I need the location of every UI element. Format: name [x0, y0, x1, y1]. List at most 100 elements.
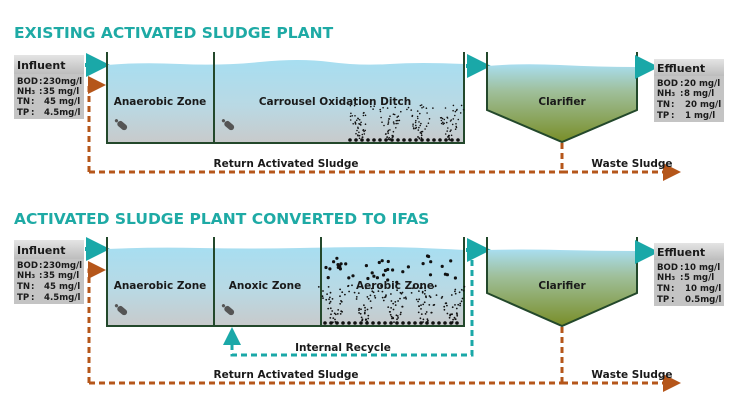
svg-text:4.5mg/l: 4.5mg/l	[44, 293, 80, 303]
diagram-title: EXISTING ACTIVATED SLUDGE PLANT	[14, 24, 334, 42]
clarifier-label: Clarifier	[538, 96, 586, 108]
effluent-row: NH₃ : 5 mg/l	[657, 273, 714, 283]
svg-text:35 mg/l: 35 mg/l	[43, 87, 79, 97]
svg-text:BOD: BOD	[657, 79, 678, 89]
zone-label-anaerobic: Anaerobic Zone	[114, 96, 207, 108]
svg-text::: :	[39, 77, 42, 87]
svg-text::: :	[680, 273, 683, 283]
svg-text::: :	[680, 89, 683, 99]
effluent-row: TP : 1 mg/l	[657, 111, 715, 121]
svg-text::: :	[680, 79, 683, 89]
influent-row: NH₃ : 35 mg/l	[17, 271, 79, 281]
svg-text::: :	[680, 263, 683, 273]
clarifier: Clarifier	[486, 237, 638, 328]
effluent-box: Effluent BOD : 10 mg/l NH₃ : 5 mg/l TN :…	[654, 243, 724, 306]
internal-recycle-arrow	[223, 250, 474, 357]
effluent-row: BOD : 10 mg/l	[657, 263, 720, 273]
return-sludge-arrow	[87, 76, 106, 172]
svg-text:5 mg/l: 5 mg/l	[684, 273, 714, 283]
effluent-row: TN : 10 mg/l	[657, 284, 721, 294]
influent-row: BOD : 230mg/l	[17, 261, 82, 271]
svg-text:BOD: BOD	[657, 263, 678, 273]
mixer-icon	[114, 304, 128, 316]
influent-box: Influent BOD : 230mg/l NH₃ : 35 mg/l TN …	[14, 55, 84, 119]
svg-text::: :	[671, 111, 674, 121]
svg-text:45 mg/l: 45 mg/l	[44, 97, 80, 107]
influent-row: NH₃ : 35 mg/l	[17, 87, 79, 97]
clarifier: Clarifier	[486, 52, 638, 144]
influent-row: TN : 45 mg/l	[17, 282, 80, 292]
svg-text:TN: TN	[657, 100, 670, 110]
influent-box: Influent BOD : 230mg/l NH₃ : 35 mg/l TN …	[14, 240, 84, 304]
zone-label-aerobic: Aerobic Zone	[356, 280, 434, 292]
mixer-icon	[221, 119, 235, 131]
influent-row: TN : 45 mg/l	[17, 97, 80, 107]
svg-text:NH₃: NH₃	[17, 271, 35, 281]
svg-text::: :	[31, 97, 34, 107]
svg-text::: :	[39, 271, 42, 281]
svg-text::: :	[39, 87, 42, 97]
ifas-plant-diagram: ACTIVATED SLUDGE PLANT CONVERTED TO IFAS…	[14, 210, 724, 392]
aeration-bubbles	[348, 104, 465, 142]
svg-text::: :	[671, 100, 674, 110]
effluent-box: Effluent BOD : 20 mg/l NH₃ : 8 mg/l TN :…	[654, 59, 724, 122]
influent-row: BOD : 230mg/l	[17, 77, 82, 87]
effluent-row: BOD : 20 mg/l	[657, 79, 720, 89]
svg-text:NH₃: NH₃	[17, 87, 35, 97]
svg-text:45 mg/l: 45 mg/l	[44, 282, 80, 292]
svg-text:10 mg/l: 10 mg/l	[685, 284, 721, 294]
ifas-media-carriers	[317, 254, 466, 325]
svg-text::: :	[31, 108, 34, 118]
effluent-row: TN : 20 mg/l	[657, 100, 721, 110]
influent-row: TP : 4.5mg/l	[17, 108, 80, 118]
svg-text:1 mg/l: 1 mg/l	[685, 111, 715, 121]
svg-text::: :	[671, 284, 674, 294]
influent-row: TP : 4.5mg/l	[17, 293, 80, 303]
effluent-label: Effluent	[657, 246, 705, 259]
influent-label: Influent	[17, 59, 65, 72]
zone-label-oxidation-ditch: Carrousel Oxidation Ditch	[259, 96, 411, 108]
svg-text:20 mg/l: 20 mg/l	[684, 79, 720, 89]
zone-label-anoxic: Anoxic Zone	[229, 280, 302, 292]
influent-label: Influent	[17, 244, 65, 257]
diagram-title: ACTIVATED SLUDGE PLANT CONVERTED TO IFAS	[14, 210, 429, 228]
svg-text:TP: TP	[17, 293, 29, 303]
effluent-row: TP : 0.5mg/l	[657, 295, 721, 305]
return-sludge-label: Return Activated Sludge	[213, 158, 358, 170]
aeration-tank: Anaerobic Zone Anoxic Zone Aerobic Zone	[106, 237, 466, 327]
svg-text::: :	[31, 282, 34, 292]
svg-text:4.5mg/l: 4.5mg/l	[44, 108, 80, 118]
existing-plant-diagram: EXISTING ACTIVATED SLUDGE PLANT Influent…	[14, 24, 724, 181]
svg-text::: :	[671, 295, 674, 305]
svg-text:TN: TN	[17, 282, 30, 292]
svg-text:8 mg/l: 8 mg/l	[684, 89, 714, 99]
svg-text:BOD: BOD	[17, 261, 38, 271]
svg-text:TP: TP	[657, 295, 669, 305]
svg-text:NH₃: NH₃	[657, 273, 675, 283]
svg-text:TP: TP	[17, 108, 29, 118]
aeration-tank: Anaerobic Zone Carrousel Oxidation Ditch	[106, 52, 465, 144]
svg-text:0.5mg/l: 0.5mg/l	[685, 295, 721, 305]
return-sludge-label: Return Activated Sludge	[213, 369, 358, 381]
svg-text:BOD: BOD	[17, 77, 38, 87]
waste-sludge-label: Waste Sludge	[591, 369, 672, 381]
zone-label-anaerobic: Anaerobic Zone	[114, 280, 207, 292]
mixer-icon	[221, 304, 235, 316]
svg-text:NH₃: NH₃	[657, 89, 675, 99]
svg-text:TN: TN	[17, 97, 30, 107]
svg-text:10 mg/l: 10 mg/l	[684, 263, 720, 273]
svg-text:TN: TN	[657, 284, 670, 294]
clarifier-label: Clarifier	[538, 280, 586, 292]
return-sludge-arrow	[87, 261, 106, 383]
internal-recycle-label: Internal Recycle	[295, 342, 391, 354]
waste-sludge-label: Waste Sludge	[591, 158, 672, 170]
effluent-row: NH₃ : 8 mg/l	[657, 89, 714, 99]
svg-text:TP: TP	[657, 111, 669, 121]
svg-text::: :	[31, 293, 34, 303]
mixer-icon	[114, 119, 128, 131]
svg-text:230mg/l: 230mg/l	[43, 261, 82, 271]
svg-text::: :	[39, 261, 42, 271]
svg-text:35 mg/l: 35 mg/l	[43, 271, 79, 281]
effluent-label: Effluent	[657, 62, 705, 75]
